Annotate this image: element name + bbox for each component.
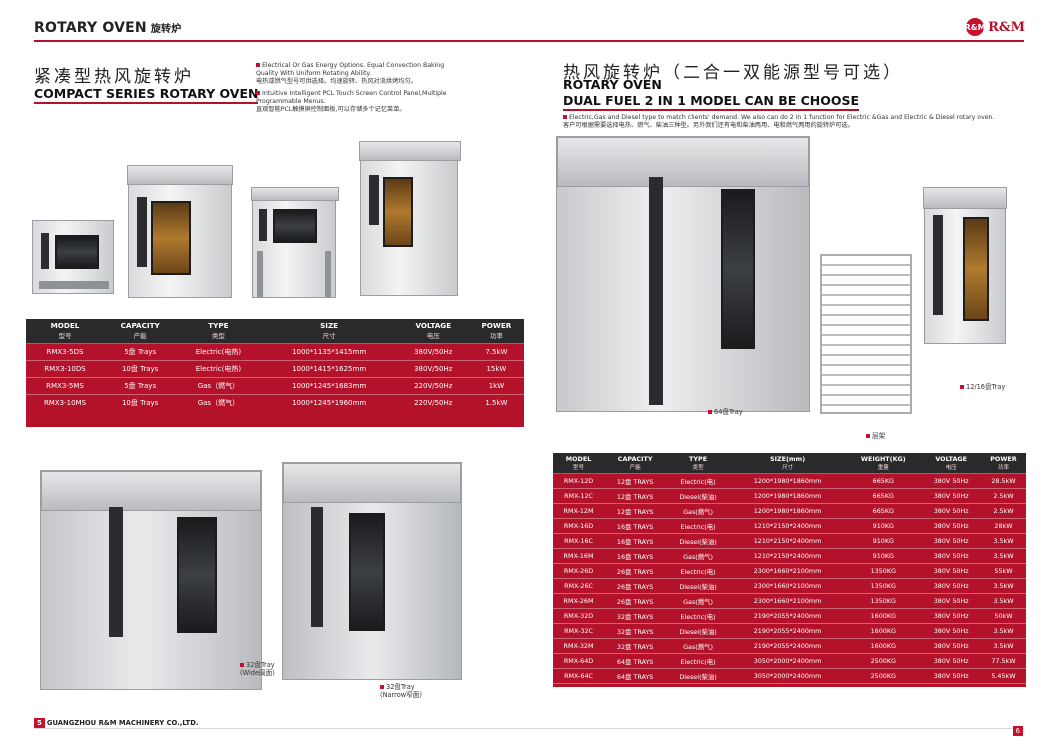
bullet-square-icon	[866, 434, 870, 438]
page-title-en: ROTARY OVEN	[34, 20, 147, 36]
right-note: Electric,Gas and Diesel type to match cl…	[563, 114, 995, 129]
col-weight: WEIGHT(KG)	[860, 455, 906, 463]
col-capacity: CAPACITY	[120, 321, 160, 330]
rotary-oven-64-image	[556, 136, 810, 412]
oven-rmx3-10ds-image	[127, 165, 233, 298]
footer-divider	[34, 728, 1024, 729]
col-model: MODEL	[565, 455, 592, 463]
oven-rmx3-5ms-image	[251, 187, 339, 298]
logo-mark-icon: R&M	[965, 18, 986, 36]
bullet-square-icon	[960, 385, 964, 389]
page-number-right: 6	[1012, 726, 1023, 736]
bullet-square-icon	[240, 663, 244, 667]
left-heading-cn: 紧凑型热风旋转炉	[34, 67, 194, 87]
tray-rack-image	[820, 254, 912, 414]
col-model: MODEL	[50, 321, 80, 330]
rotary-oven-32-wide-image	[40, 470, 262, 690]
col-voltage: VOLTAGE	[415, 321, 452, 330]
col-power: POWER	[481, 321, 512, 330]
rotary-spec-table: MODEL CAPACITY TYPE SIZE(mm) WEIGHT(KG) …	[553, 453, 1026, 698]
caption-64-tray: 64盘Tray	[708, 408, 743, 416]
col-capacity: CAPACITY	[617, 455, 653, 463]
brand-logo: R&M R&M	[965, 18, 1025, 36]
left-feature-list: Electrical Or Gas Energy Options. Equal …	[256, 62, 456, 118]
caption-1216-tray: 12/16盘Tray	[960, 383, 1005, 391]
table-subheader-row: 型号 产能 类型 尺寸 重量 电压 功率	[553, 463, 1026, 474]
table-header-row: MODEL CAPACITY TYPE SIZE VOLTAGE POWER	[26, 319, 524, 330]
rotary-oven-32-narrow-image	[282, 462, 462, 680]
bullet-square-icon	[380, 685, 384, 689]
company-name: GUANGZHOU R&M MACHINERY CO.,LTD.	[46, 719, 199, 727]
compact-spec-table: MODEL CAPACITY TYPE SIZE VOLTAGE POWER 型…	[26, 319, 524, 427]
bullet-square-icon	[256, 91, 260, 95]
rotary-oven-1216-image	[923, 187, 1007, 344]
header-divider	[34, 40, 1024, 42]
col-type: TYPE	[208, 321, 229, 330]
table-header-row: MODEL CAPACITY TYPE SIZE(mm) WEIGHT(KG) …	[553, 453, 1026, 463]
feature-item: Intuitive Intelligent PCL Touch Screen C…	[256, 90, 447, 113]
right-heading-cn: 热风旋转炉（二合一双能源型号可选）	[563, 63, 903, 83]
page-title-cn: 旋转炉	[150, 24, 182, 35]
right-heading-en1: ROTARY OVEN	[563, 77, 662, 92]
footer-right: 6	[1012, 718, 1025, 737]
col-type: TYPE	[689, 455, 708, 463]
caption-rack: 层架	[866, 432, 885, 440]
logo-text: R&M	[988, 19, 1025, 35]
bullet-square-icon	[256, 63, 260, 67]
caption-32-narrow: 32盘Tray (Narrow窄面)	[380, 683, 422, 699]
left-heading-en: COMPACT SERIES ROTARY OVEN	[34, 86, 259, 104]
bullet-square-icon	[708, 410, 712, 414]
oven-rmx3-10ms-image	[359, 141, 461, 296]
feature-item: Electrical Or Gas Energy Options. Equal …	[256, 62, 445, 85]
col-size: SIZE(mm)	[769, 455, 806, 463]
col-power: POWER	[990, 455, 1017, 463]
bullet-square-icon	[563, 115, 567, 119]
right-heading-en2: DUAL FUEL 2 IN 1 MODEL CAN BE CHOOSE	[563, 93, 860, 111]
footer-left: 5 GUANGZHOU R&M MACHINERY CO.,LTD.	[34, 718, 198, 728]
table-subheader-row: 型号 产能 类型 尺寸 电压 功率	[26, 330, 524, 344]
col-size: SIZE	[320, 321, 339, 330]
col-voltage: VOLTAGE	[935, 455, 968, 463]
oven-rmx3-5ds-image	[32, 220, 114, 294]
caption-32-wide: 32盘Tray (Wide阔面)	[240, 661, 275, 677]
page-number-left: 5	[34, 718, 45, 728]
